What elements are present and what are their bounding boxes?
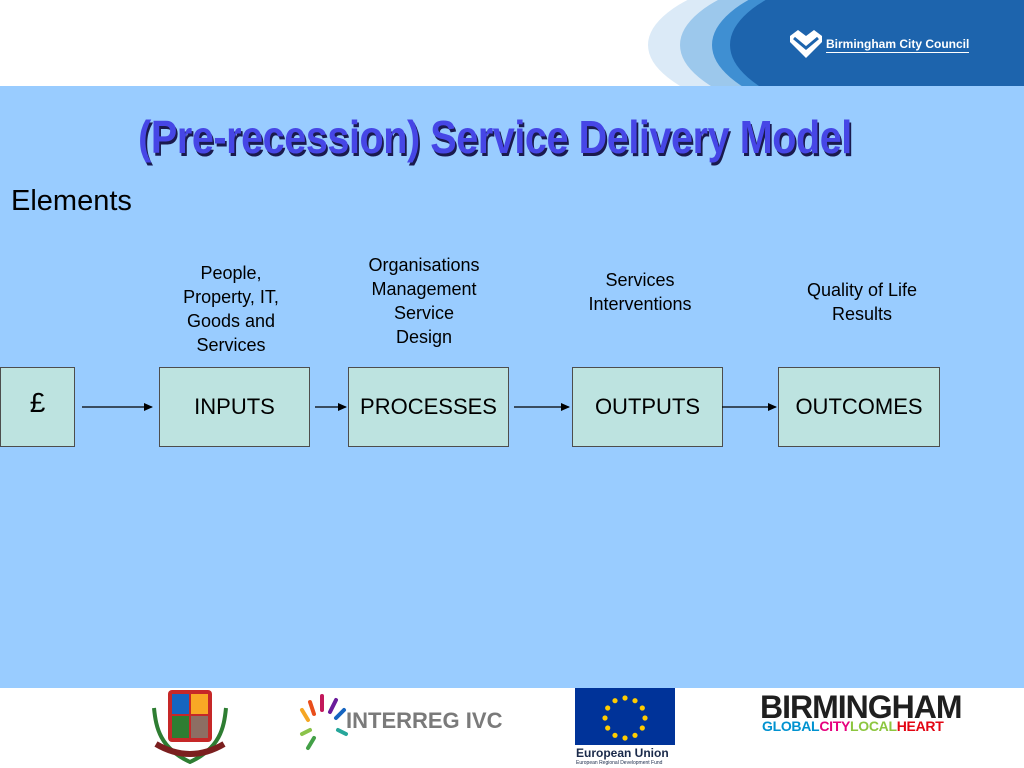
eu-fund-label: European Regional Development Fund [576, 760, 663, 766]
outputs-label: Services Interventions [588, 270, 692, 314]
eu-label: European Union [576, 746, 669, 760]
processes-box: PROCESSES [348, 367, 509, 447]
tagline-heart: HEART [896, 718, 944, 734]
money-box: £ [0, 367, 75, 447]
outputs-box: OUTPUTS [572, 367, 723, 447]
birmingham-tagline: GLOBALCITYLOCALHEART [762, 718, 944, 734]
interreg-logo-text: INTERREG IVC [346, 708, 503, 733]
slide-title: (Pre-recession) Service Delivery Model [138, 111, 852, 163]
header-banner: Birmingham City Council [0, 0, 1024, 86]
eu-flag-icon [575, 688, 675, 745]
inputs-box: INPUTS [159, 367, 310, 447]
tagline-city: CITY [819, 718, 851, 734]
heart-logo-icon [790, 30, 822, 58]
tagline-global: GLOBAL [762, 718, 820, 734]
processes-label: Organisations Management Service Design [368, 255, 480, 347]
council-logo: Birmingham City Council [788, 30, 970, 60]
outcomes-box: OUTCOMES [778, 367, 940, 447]
tagline-local: LOCAL [850, 718, 897, 734]
council-name: Birmingham City Council [826, 37, 970, 53]
inputs-label: People, Property, IT, Goods and Services [183, 263, 279, 355]
footer-logos: INTERREG IVC European Union European Reg… [0, 688, 1024, 768]
municipal-crest-icon [152, 690, 228, 764]
swoosh-dark [730, 0, 1024, 86]
interreg-logo-icon [300, 694, 348, 750]
outcomes-label: Quality of Life Results [806, 280, 918, 324]
slide-subtitle: Elements [11, 185, 132, 217]
slide-body: (Pre-recession) Service Delivery Model E… [0, 86, 1024, 688]
birmingham-logo: BIRMINGHAM [760, 689, 963, 725]
